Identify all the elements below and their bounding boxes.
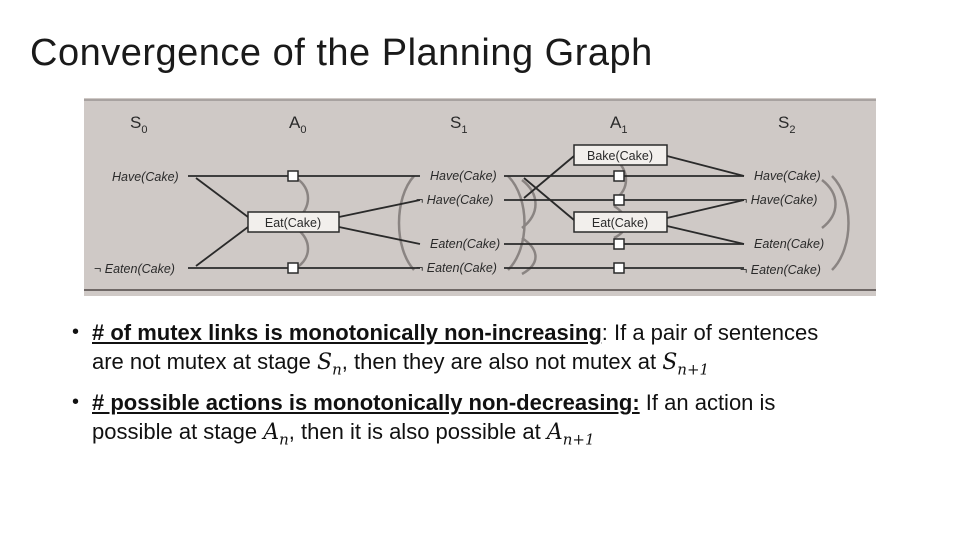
mutex-arc [821, 179, 837, 229]
svg-text:Eat(Cake): Eat(Cake) [265, 216, 321, 230]
mutex-links [295, 157, 850, 276]
level-label-a1: A1 [610, 113, 627, 136]
level-label-s0: S0 [130, 113, 147, 136]
svg-text:Eat(Cake): Eat(Cake) [592, 216, 648, 230]
bullet-text: , then it is also possible at [288, 419, 547, 445]
bullet-item: # possible actions is monotonically non-… [72, 388, 832, 454]
math-symbol: Sn+1 [662, 350, 710, 379]
bullet-list: # of mutex links is monotonically non-in… [72, 318, 832, 459]
no-op-actions [287, 170, 625, 274]
no-op-square [613, 170, 625, 182]
bullet-item: # of mutex links is monotonically non-in… [72, 318, 832, 384]
mutex-arc [507, 175, 526, 271]
no-op-square [613, 194, 625, 206]
math-symbol: Sn [317, 350, 342, 379]
s2-literal: Eaten(Cake) [754, 237, 824, 251]
bullet-text: , then they are also not mutex at [341, 349, 663, 374]
s1-literal: ¬ Have(Cake) [416, 193, 493, 207]
no-op-square [613, 238, 625, 250]
action-box-eat-a0: Eat(Cake) [247, 211, 340, 233]
s1-literal: ¬ Eaten(Cake) [416, 261, 497, 275]
s0-literal: ¬ Eaten(Cake) [94, 262, 175, 276]
s1-literal: Have(Cake) [430, 169, 497, 183]
svg-text:Bake(Cake): Bake(Cake) [587, 149, 653, 163]
mutex-arc [831, 175, 850, 271]
math-symbol: An [263, 420, 289, 449]
action-box-eat-a1: Eat(Cake) [573, 211, 668, 233]
level-label-s2: S2 [778, 113, 795, 136]
s0-literal: Have(Cake) [112, 170, 179, 184]
level-label-a0: A0 [289, 113, 306, 136]
s1-literal: Eaten(Cake) [430, 237, 500, 251]
bullet-heading: # possible actions is monotonically non-… [92, 390, 640, 416]
planning-graph-diagram: S0 A0 S1 A1 S2 [84, 98, 876, 296]
no-op-square [613, 262, 625, 274]
bullet-heading: # of mutex links is monotonically non-in… [92, 320, 602, 345]
action-box-bake-a1: Bake(Cake) [573, 144, 668, 166]
level-label-s1: S1 [450, 113, 467, 136]
no-op-square [287, 170, 299, 182]
planning-graph-figure: S0 A0 S1 A1 S2 [84, 98, 876, 296]
figure-background [84, 98, 876, 296]
mutex-arc [521, 179, 537, 229]
bullet-text: : If a pair of sentences are not mutex a… [92, 320, 819, 374]
no-op-square [287, 262, 299, 274]
mutex-arc [397, 175, 415, 271]
mutex-arc [521, 236, 537, 276]
math-symbol: An+1 [546, 420, 595, 449]
bullet-text: If an action is possible at stage [92, 390, 776, 445]
s2-literal: Have(Cake) [754, 169, 821, 183]
s2-literal: ¬ Eaten(Cake) [740, 263, 821, 277]
s2-literal: ¬ Have(Cake) [740, 193, 817, 207]
graph-links [188, 155, 745, 269]
slide-title: Convergence of the Planning Graph [30, 32, 653, 74]
